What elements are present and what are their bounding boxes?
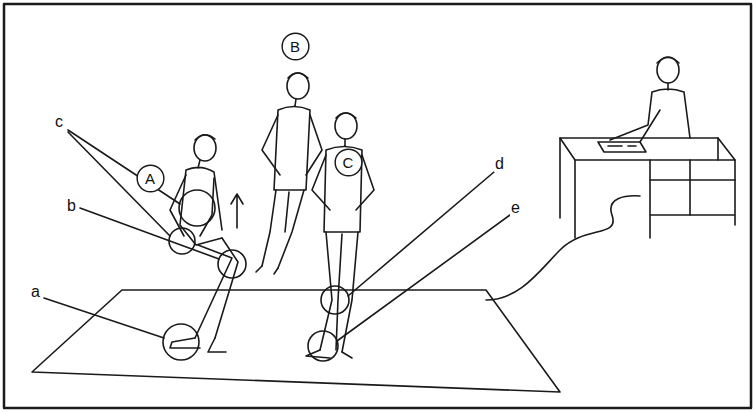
letter-circle: B	[281, 32, 310, 61]
letter-circle: A	[136, 164, 165, 193]
letter-circle: C	[334, 148, 363, 177]
callout-letter: d	[494, 156, 505, 172]
callout-letter: e	[510, 200, 521, 216]
callout-letter: b	[66, 198, 77, 214]
figure-letter: B	[290, 39, 300, 54]
figure-letter: C	[343, 155, 354, 170]
figure-letter: A	[145, 171, 155, 186]
callout-letter: a	[30, 284, 41, 300]
callout-letter: c	[54, 114, 64, 130]
